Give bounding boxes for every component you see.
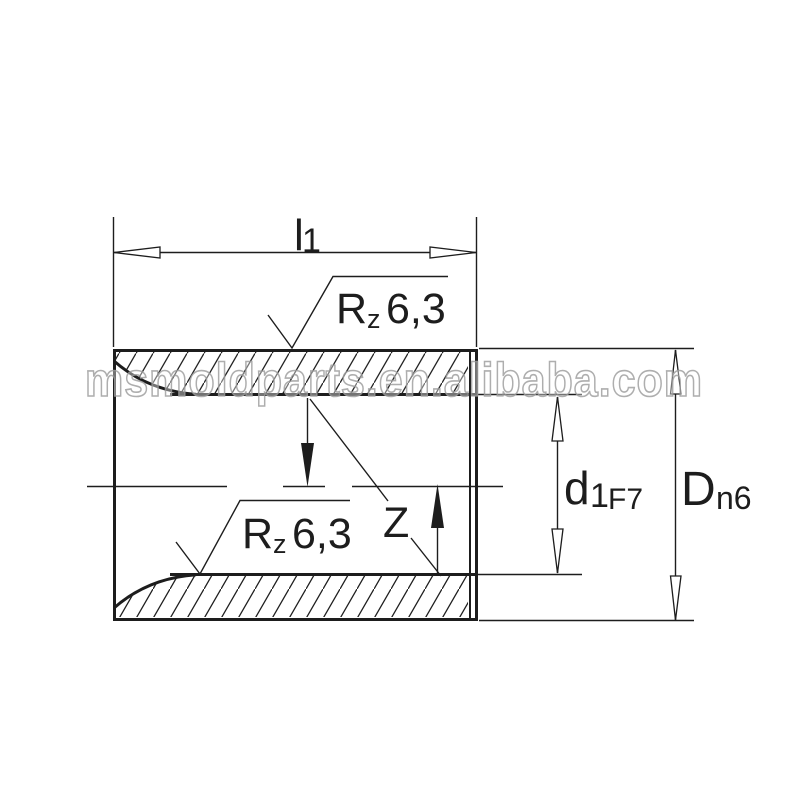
up-arrow-head bbox=[431, 484, 444, 528]
part-outline bbox=[113, 349, 478, 621]
watermark-text: msmoldparts.en.alibaba.com bbox=[85, 353, 703, 406]
bore-entry-radius-bottom bbox=[113, 573, 197, 610]
roughness-value: 6,3 bbox=[292, 510, 352, 558]
dimension-arrow-down bbox=[669, 575, 682, 621]
l1-label-symbol: l bbox=[294, 211, 304, 260]
leader-line-lower bbox=[410, 537, 442, 577]
d1-label-symbol: d bbox=[564, 462, 590, 514]
d1-label-subscript: 1 bbox=[590, 477, 609, 515]
D-label-tolerance: n6 bbox=[716, 480, 752, 516]
dimension-D: D n6 bbox=[479, 347, 752, 622]
roughness-checkmark bbox=[267, 275, 448, 350]
zone-mark-label: Z bbox=[383, 499, 409, 547]
roughness-sub: z bbox=[367, 304, 381, 334]
bore-radius-pocket-bottom bbox=[114, 575, 196, 608]
dimension-l1: l 1 bbox=[112, 211, 478, 347]
dimension-arrow-down bbox=[551, 528, 564, 574]
D-label-symbol: D bbox=[681, 463, 716, 516]
down-arrow-head bbox=[301, 443, 314, 487]
bore-radius-pocket-top bbox=[114, 361, 196, 394]
dimension-d1: d 1 F7 bbox=[478, 393, 643, 576]
roughness-symbol-bottom: R z 6,3 bbox=[175, 499, 352, 576]
roughness-checkmark bbox=[175, 499, 350, 576]
dimension-arrow-up bbox=[551, 396, 564, 442]
roughness-symbol-top: R z 6,3 bbox=[267, 275, 448, 350]
section-hatching bbox=[114, 352, 468, 617]
dimension-arrow-left bbox=[113, 246, 161, 259]
roughness-sub: z bbox=[273, 529, 287, 559]
roughness-prefix: R bbox=[242, 510, 273, 558]
roughness-prefix: R bbox=[336, 285, 367, 333]
dimension-arrow-up bbox=[669, 349, 682, 395]
bottom-wall-hatch bbox=[114, 576, 468, 617]
leader-line-upper bbox=[309, 398, 389, 502]
bore-entry-radius-top bbox=[113, 359, 197, 396]
top-wall-hatch bbox=[114, 352, 468, 393]
roughness-value: 6,3 bbox=[386, 285, 446, 333]
dimension-arrow-right bbox=[429, 246, 477, 259]
zone-mark-z: Z bbox=[301, 398, 444, 577]
l1-label-subscript: 1 bbox=[302, 222, 321, 260]
d1-label-tolerance: F7 bbox=[608, 483, 643, 516]
